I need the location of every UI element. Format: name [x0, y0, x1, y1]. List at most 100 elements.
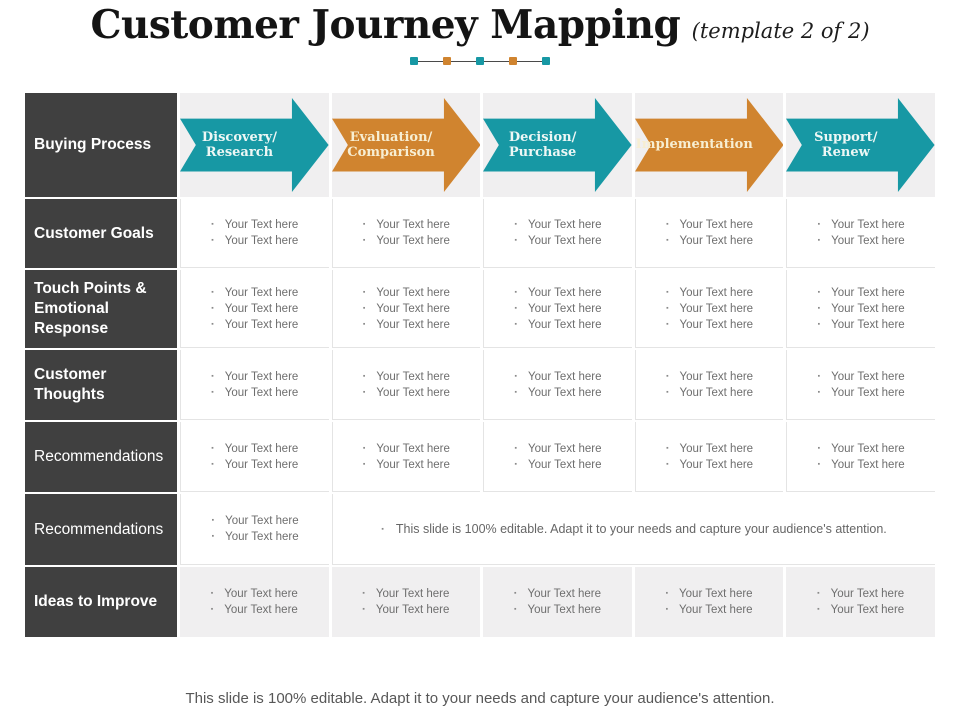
bullet-item: ▪ Your Text here [818, 457, 905, 473]
bullet-list: ▪Your Text here▪Your Text here [817, 586, 904, 618]
content-cell: ▪Your Text here▪Your Text here [483, 422, 632, 492]
bullet-marker-icon: ▪ [362, 288, 366, 296]
bullet-item: ▪Your Text here [514, 301, 601, 317]
bullet-marker-icon: ▪ [211, 320, 214, 328]
bullet-marker-icon: ▪ [513, 590, 517, 597]
bullet-text: Your Text here [679, 302, 754, 315]
table-row: Touch Points & Emotional Response ▪ Your T… [25, 270, 935, 348]
bullet-marker-icon: ▪ [362, 237, 366, 244]
bullet-marker-icon: ▪ [381, 525, 384, 533]
title-divider [0, 57, 960, 65]
bullet-marker-icon: ▪ [210, 590, 214, 597]
bullet-list: ▪Your Text here▪Your Text here [514, 441, 601, 473]
bullet-text: Your Text here [527, 219, 602, 231]
bullet-item: ▪Your Text here [514, 233, 601, 249]
content-cell: ▪Your Text here▪Your Text here▪Your Text… [180, 270, 329, 348]
bullet-marker-icon: ▪ [665, 606, 669, 613]
bullet-item: ▪Your Text here [363, 285, 450, 301]
bullet-marker-icon: ▪ [362, 590, 365, 597]
bullet-item: ▪Your Text here [818, 301, 905, 317]
bullet-item: ▪Your Text here [363, 457, 450, 473]
bullet-item: ▪Your Text here [817, 602, 904, 618]
bullet-text: Your Text here [679, 442, 754, 455]
bullet-text: Your Text here [831, 442, 905, 455]
bullet-item: ▪Your Text here [514, 285, 601, 301]
bullet-text: Your Text here [376, 442, 450, 455]
bullet-item: ▪Your Text here [363, 385, 450, 401]
bullet-list: ▪Your Text here▪Your Text here [212, 513, 299, 545]
content-cell: ▪Your Text here▪Your Text here [634, 350, 784, 420]
bullet-text: Your Text here [679, 370, 754, 383]
bullet-marker-icon: ▪ [362, 304, 366, 312]
stage-cell: Implementation [634, 93, 784, 197]
bullet-text: Your Text here [527, 604, 601, 616]
bullet-marker-icon: ▪ [514, 444, 517, 452]
bullet-item: ▪Your Text here [666, 602, 753, 618]
bullet-list: ▪Your Text here▪Your Text here [818, 441, 905, 473]
row-header: Buying Process [25, 93, 177, 197]
bullet-item: ▪Your Text here [818, 369, 905, 385]
bullet-marker-icon: ▪ [817, 606, 820, 613]
page-title: Customer Journey Mapping [90, 2, 681, 48]
bullet-item: ▪Your Text here [818, 285, 905, 301]
bullet-item: ▪Your Text here [666, 285, 753, 301]
row-header: Customer Goals [25, 199, 177, 268]
bullet-marker-icon: ▪ [211, 444, 214, 452]
bullet-item: ▪Your Text here [666, 217, 753, 233]
content-cell: ▪Your Text here▪Your Text here [180, 567, 329, 637]
bullet-item: ▪Your Text here [211, 457, 298, 473]
bullet-marker-icon: ▪ [514, 388, 517, 396]
bullet-text: Your Text here [831, 458, 905, 471]
bullet-text: Your Text here [831, 235, 905, 247]
bullet-text: Your Text here [224, 386, 299, 399]
bullet-text: Your Text here [679, 458, 754, 471]
bullet-item: ▪Your Text here [666, 317, 753, 333]
content-cell: ▪Your Text here▪Your Text here [786, 567, 935, 637]
row-header: Touch Points & Emotional Response [25, 270, 177, 348]
stage-label: Implementation [635, 137, 753, 153]
content-cell: ▪Your Text here▪Your Text here [180, 350, 329, 420]
bullet-marker-icon: ▪ [514, 237, 517, 244]
bullet-text: Your Text here [224, 318, 299, 331]
bullet-item: ▪Your Text here [666, 457, 753, 473]
stage-arrow: Support/ Renew [786, 98, 935, 192]
bullet-item: ▪Your Text here [818, 441, 905, 457]
stage-cell: Evaluation/ Comparison [331, 93, 481, 197]
bullet-item: ▪Your Text here [211, 285, 298, 301]
bullet-text: Your Text here [679, 235, 754, 247]
stage-arrow: Decision/ Purchase [483, 98, 632, 192]
bullet-marker-icon: ▪ [666, 444, 669, 452]
bullet-marker-icon: ▪ [817, 320, 821, 328]
content-cell: ▪Your Text here▪Your Text here [483, 199, 632, 268]
divider-line [451, 60, 476, 62]
bullet-item: ▪ Your Text here [514, 217, 601, 233]
bullet-marker-icon: ▪ [666, 221, 669, 228]
content-cell: ▪Your Text here▪Your Text here [180, 494, 330, 565]
divider-square [476, 57, 484, 65]
bullet-text: Your Text here [224, 302, 299, 315]
bullet-item: ▪Your Text here [211, 586, 298, 602]
arrow-shape-icon [331, 98, 481, 192]
bullet-item: ▪Your Text here [514, 602, 601, 618]
bullet-item: ▪Your Text here [666, 586, 753, 602]
bullet-marker-icon: ▪ [817, 221, 821, 228]
bullet-text: Your Text here [376, 219, 450, 231]
bullet-marker-icon: ▪ [514, 221, 517, 228]
table-row: Recommendations▪Your Text here▪Your Text… [25, 494, 935, 565]
bullet-marker-icon: ▪ [817, 288, 821, 296]
bullet-text: Your Text here [679, 318, 754, 331]
bullet-text: Your Text here [527, 458, 602, 471]
table-row: Recommendations▪Your Text here▪Your Text… [25, 422, 935, 492]
bullet-marker-icon: ▪ [666, 237, 669, 244]
stage-cell: Discovery/ Research [180, 93, 329, 197]
content-cell: ▪Your Text here▪Your Text here [634, 422, 784, 492]
bullet-text: Your Text here [830, 588, 905, 600]
bullet-marker-icon: ▪ [817, 460, 821, 468]
bullet-item: ▪Your Text here [211, 233, 298, 249]
bullet-item: ▪Your Text here [666, 301, 753, 317]
bullet-marker-icon: ▪ [211, 221, 214, 228]
arrow-shape-icon [180, 98, 329, 192]
bullet-list: ▪Your Text here▪Your Text here [363, 217, 450, 249]
bullet-item: ▪Your Text here [363, 369, 450, 385]
bullet-item: ▪ Your Text here [211, 317, 298, 333]
